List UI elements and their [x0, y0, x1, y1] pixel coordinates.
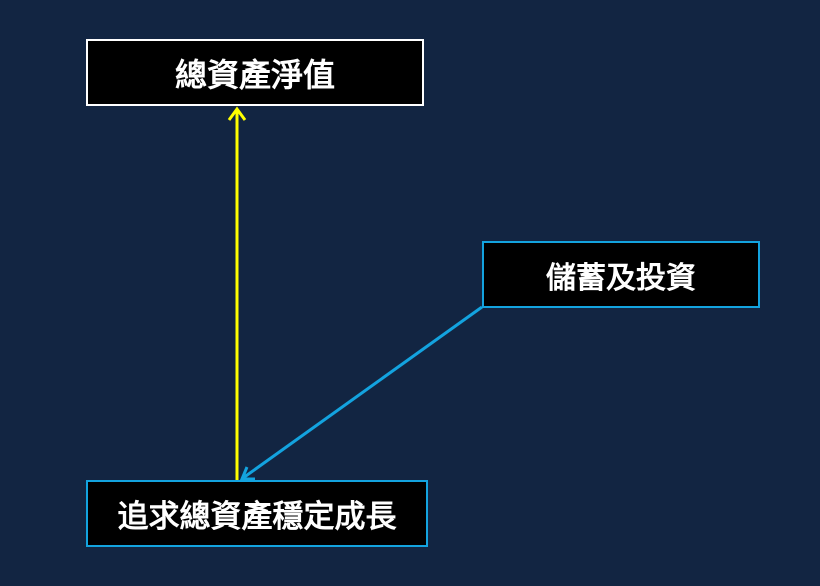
- arrow-growth-to-total-head: [227, 106, 247, 121]
- node-total-net-asset-value: 總資產淨值: [86, 39, 424, 106]
- node-savings-and-investment: 儲蓄及投資: [482, 241, 760, 308]
- node-savings-and-investment-label: 儲蓄及投資: [546, 260, 696, 296]
- arrow-growth-to-total: [227, 106, 247, 480]
- arrow-savings-to-growth-head: [239, 466, 255, 481]
- node-stable-asset-growth: 追求總資產穩定成長: [86, 480, 428, 547]
- arrow-savings-to-growth: [239, 305, 483, 481]
- arrow-savings-to-growth-line: [242, 305, 483, 480]
- node-stable-asset-growth-label: 追求總資產穩定成長: [117, 499, 397, 535]
- node-total-net-asset-value-label: 總資產淨值: [174, 55, 335, 94]
